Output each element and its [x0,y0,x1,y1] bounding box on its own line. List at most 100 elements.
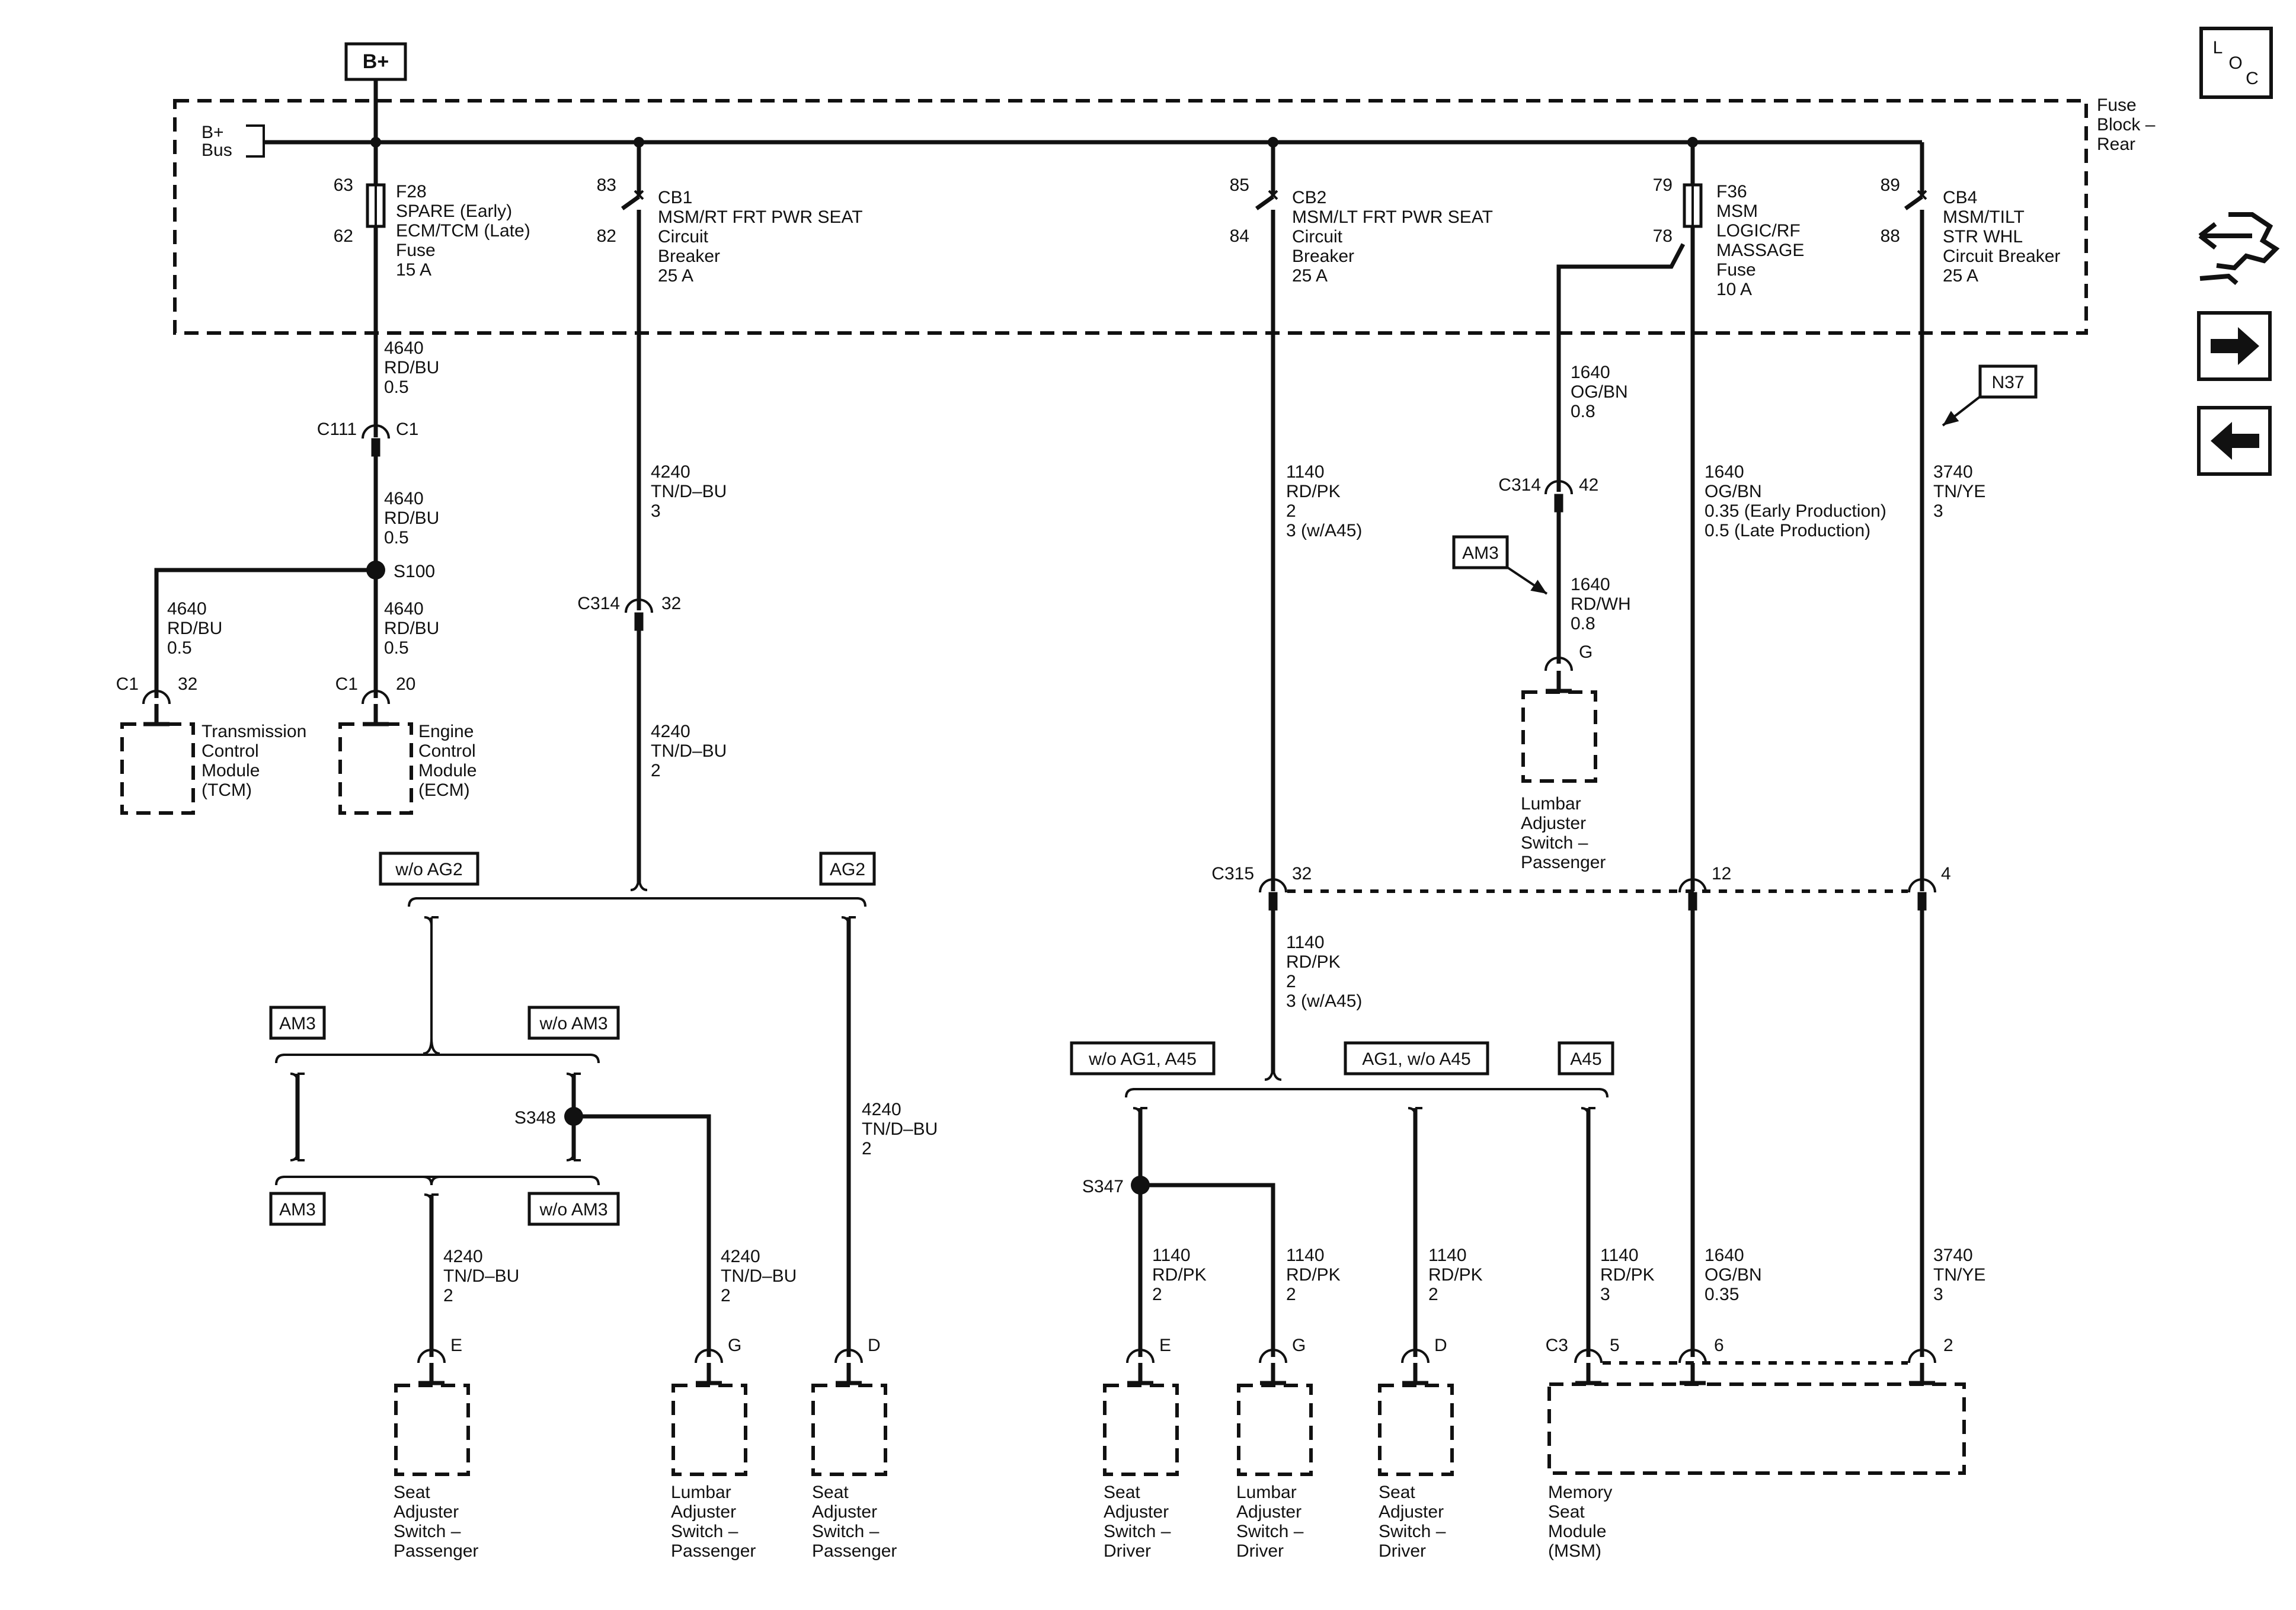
pass-comp-label-2-line-1: Lumbar [671,1483,731,1502]
drv-comp-box-1 [1103,1384,1179,1476]
w1140-b1-label-line-1: 1140 [1152,1246,1191,1265]
next-page-button[interactable] [2197,311,2272,381]
am3-lower-split [423,1176,440,1186]
c315-pin-1: 32 [1292,864,1312,884]
w4640-ecm-label-line-2: RD/BU [384,619,439,638]
w3740-bot-label-line-3: 3 [1933,1285,1943,1304]
ag1-wo-a45-tag-label: AG1, w/o A45 [1362,1049,1470,1069]
w1640-wh-label-line-3: 0.8 [1571,614,1595,633]
c315-pin-2: 12 [1712,864,1731,884]
w4640-tcm-label-line-1: 4640 [167,599,207,619]
w4240-mid-label-line-3: 2 [651,761,661,780]
pass-comp-label-2-line-4: Passenger [671,1541,756,1561]
am3-tag-upper: AM3 [269,1006,326,1040]
cb2-label-line-5: 25 A [1292,266,1328,286]
w4640-top-label-line-2: RD/BU [384,358,439,377]
ag2-tag: AG2 [819,852,876,886]
s100-label: S100 [394,562,435,581]
drv-comp-label-2-line-4: Driver [1236,1541,1284,1561]
drv-comp-pin-3: D [1434,1336,1447,1355]
ag1-wo-a45-tag: AG1, w/o A45 [1344,1041,1489,1076]
ecm-label-line-1: Engine [418,722,474,741]
w4640-mid-label-line-1: 4640 [384,489,424,508]
a45-branch-bus-endR [1598,1088,1609,1098]
ecm-connector-cup [362,690,390,705]
drv-comp-label-1-line-1: Seat [1104,1483,1140,1502]
w4640-top-label-line-1: 4640 [384,338,424,358]
pass-comp-connector-2-cup [695,1349,723,1363]
w1140-b2 [1140,1183,1275,1357]
c111-pin-label: C1 [396,420,418,439]
loc-icon-letter-3: C [2246,69,2259,88]
am3-tag-lumbar: AM3 [1452,535,1509,569]
c111-connector-cup [362,424,390,439]
fuse-block-outline [173,99,2088,335]
cb1-label-line-4: Breaker [658,247,720,266]
w4240-bm-label-line-2: TN/D–BU [721,1266,797,1286]
pass-comp-box-3 [811,1384,887,1476]
pass-comp-pin-1: E [450,1336,462,1355]
drv-comp-label-3-line-1: Seat [1379,1483,1415,1502]
w4240-right-label-line-2: TN/D–BU [862,1119,938,1139]
w1140-top-label-line-1: 1140 [1286,462,1325,482]
c315-connector-1-cup [1259,878,1287,893]
am3-tag-upper-box [269,1006,326,1040]
cb2-label-line-3: Circuit [1292,227,1343,247]
w1140-b1-label-line-3: 2 [1152,1285,1162,1304]
cb2-label-line-1: CB2 [1292,188,1326,207]
w4240-bm-label-line-1: 4240 [721,1247,760,1266]
connector-end-view-tail [2199,273,2239,286]
f28-label-line-4: Fuse [396,241,436,260]
drv-comp-label-3-line-3: Switch – [1379,1522,1446,1541]
drv-comp-connector-2-cup [1259,1349,1287,1363]
w4640-mid-label-line-2: RD/BU [384,508,439,528]
am3-tag-lumbar-label: AM3 [1462,543,1499,563]
msm-box [1547,1382,1966,1475]
ecm-label-line-2: Control [418,741,476,761]
loc-icon-letter-1: L [2213,38,2223,57]
am3-upper-bus-endL [275,1054,285,1064]
previous-page-button[interactable] [2197,406,2272,476]
loc-icon[interactable]: LOC [2199,27,2273,99]
a45-tag: A45 [1558,1041,1614,1076]
w1640-wh-label-line-1: 1640 [1571,575,1610,594]
pass-comp-box-2 [671,1384,747,1476]
w1640-og-label-line-3: 0.8 [1571,402,1595,421]
connector-end-view-icon[interactable] [2198,212,2280,286]
ecm-label-line-3: Module [418,761,477,780]
pass-comp-label-1-line-1: Seat [394,1483,430,1502]
cb1-label-line-3: Circuit [658,227,709,247]
w1640-wh-label-line-2: RD/WH [1571,594,1631,614]
w1140-b3-label-line-1: 1140 [1428,1246,1467,1265]
arrow-left-icon [2211,422,2259,460]
drv-comp-pin-1: E [1159,1336,1171,1355]
w1640-main-label-line-2: OG/BN [1705,482,1762,501]
b-plus-tag-box [344,42,407,81]
w1140-mid-label-line-3: 2 [1286,972,1296,991]
drv-comp-box-3 [1378,1384,1454,1476]
pass-comp-connector-3-cup [834,1349,863,1363]
msm-label-line-4: (MSM) [1548,1541,1601,1561]
tcm-label-line-1: Transmission [202,722,306,741]
c314a-pin-label: 32 [661,594,681,613]
cb4-label-line-5: 25 A [1943,266,1978,286]
w1140-b3-label-line-3: 2 [1428,1285,1438,1304]
w4240-bl-label-line-2: TN/D–BU [443,1266,519,1286]
wo-am3-tag-lower-box [527,1192,620,1226]
f28-label-line-5: 15 A [396,260,431,280]
f28-label-line-2: SPARE (Early) [396,201,512,221]
drv-comp-connector-3-cup [1401,1349,1430,1363]
am3-tag-upper-label: AM3 [279,1014,316,1033]
loc-icon-frame [2199,27,2273,99]
am3-upper-split [423,1038,440,1055]
wo-am3-tag-lower: w/o AM3 [527,1192,620,1226]
w1140-b2-label-line-1: 1140 [1286,1246,1325,1265]
breaker-x-mark-3-b [1917,190,1927,200]
w3740-bot-label-line-2: TN/YE [1933,1265,1985,1285]
w4240-mid-label-line-1: 4240 [651,722,690,741]
cb2-label-line-2: MSM/LT FRT PWR SEAT [1292,207,1493,227]
w4240-top-label-line-1: 4240 [651,462,690,482]
cb1-label-line-1: CB1 [658,188,692,207]
pass-comp-label-1-line-4: Passenger [394,1541,478,1561]
